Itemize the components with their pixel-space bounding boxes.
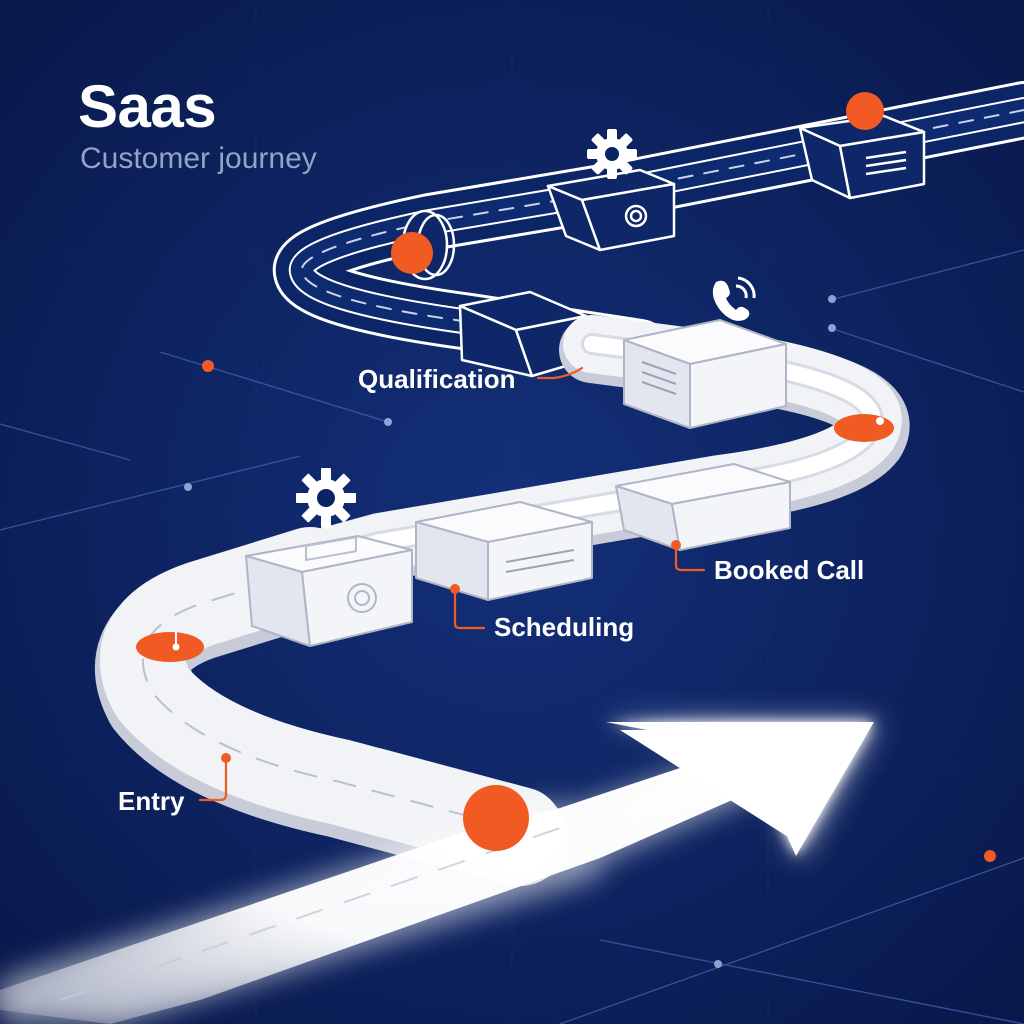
entry-ball [463, 785, 529, 851]
page-title: Saas [78, 73, 217, 140]
upper-box-qualification [458, 290, 588, 378]
box-qualification-doc [623, 319, 787, 429]
stage-label-qualification: Qualification [358, 364, 516, 394]
gear-icon [587, 129, 637, 179]
leader-dots [221, 540, 681, 763]
network-nodes [184, 295, 996, 968]
leader-lines [198, 366, 706, 802]
lower-track [95, 527, 568, 886]
box-booked-call [615, 463, 791, 551]
upper-marker-left [391, 232, 433, 274]
upper-marker-right [846, 92, 884, 130]
box-scheduling [415, 501, 593, 601]
upper-box-gear [546, 168, 676, 252]
entry-marker [136, 632, 204, 662]
gear-icon-lower [296, 468, 356, 528]
booked-marker [834, 414, 894, 442]
box-entry-gear [245, 535, 413, 647]
page-subtitle: Customer journey [80, 142, 317, 175]
arrow-icon [0, 720, 880, 1024]
stage-label-booked-call: Booked Call [714, 555, 865, 585]
network-lines [0, 249, 1024, 1024]
stage-label-entry: Entry [118, 786, 185, 816]
stage-label-scheduling: Scheduling [494, 612, 635, 642]
phone-icon [712, 276, 756, 321]
upper-track [272, 81, 1024, 377]
